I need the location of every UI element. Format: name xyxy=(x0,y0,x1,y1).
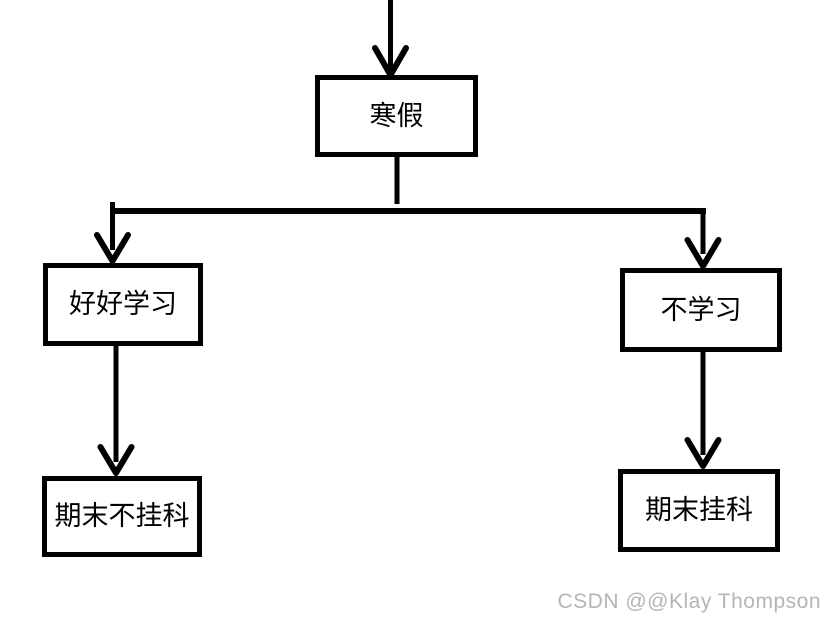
edge-branch-to-study-hard xyxy=(94,202,131,264)
node-pass-label: 期末不挂科 xyxy=(54,501,190,531)
node-pass: 期末不挂科 xyxy=(42,476,202,557)
node-no-study-label: 不学习 xyxy=(660,294,742,325)
node-root: 寒假 xyxy=(315,75,478,157)
arrowhead-icon xyxy=(94,232,131,264)
node-study-hard-label: 好好学习 xyxy=(69,289,177,319)
edge-top-to-root xyxy=(372,0,409,78)
node-study-hard: 好好学习 xyxy=(43,263,203,346)
edge-no-study-to-fail xyxy=(684,352,722,469)
node-fail-label: 期末挂科 xyxy=(645,495,753,525)
edge-study-hard-to-pass xyxy=(97,346,135,476)
arrowhead-icon xyxy=(684,237,722,269)
arrowhead-icon xyxy=(684,437,722,469)
edge-branch-to-no-study xyxy=(684,208,722,269)
node-fail: 期末挂科 xyxy=(618,469,780,552)
watermark: CSDN @@Klay Thompson xyxy=(557,590,821,613)
node-root-label: 寒假 xyxy=(369,100,424,131)
node-no-study: 不学习 xyxy=(620,268,782,352)
arrowhead-icon xyxy=(97,444,135,476)
